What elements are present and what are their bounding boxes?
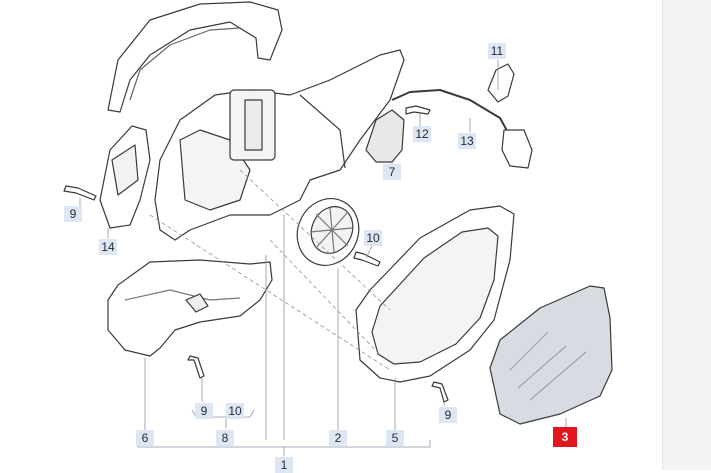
callout-12[interactable]: 12 (413, 126, 431, 142)
callout-6[interactable]: 6 (136, 430, 154, 446)
clip-part (487, 63, 515, 103)
callout-5[interactable]: 5 (386, 430, 404, 446)
screw-part-right (431, 381, 449, 403)
screw-part-left (63, 185, 97, 201)
turn-signal-part (365, 109, 405, 163)
callout-11[interactable]: 11 (488, 43, 506, 59)
callout-13[interactable]: 13 (458, 133, 476, 149)
callout-7[interactable]: 7 (383, 164, 401, 180)
callout-10-bottom[interactable]: 10 (226, 403, 244, 419)
callout-14[interactable]: 14 (99, 239, 117, 255)
lower-cover-part (107, 259, 273, 357)
screw-part-12 (405, 105, 431, 115)
screw-part-bottom (187, 355, 205, 379)
callout-1[interactable]: 1 (275, 457, 293, 473)
callout-2[interactable]: 2 (329, 430, 347, 446)
mirror-glass-part (489, 285, 613, 425)
scrollbar-track[interactable] (662, 0, 711, 470)
callout-9-right[interactable]: 9 (439, 407, 457, 423)
screw-part-10 (353, 251, 381, 267)
callout-10-motor[interactable]: 10 (364, 230, 382, 246)
wiring-harness-part (391, 89, 511, 137)
callout-9-bottom[interactable]: 9 (195, 403, 213, 419)
cover-cap-part (107, 1, 283, 113)
callout-8[interactable]: 8 (216, 430, 234, 446)
callout-3[interactable]: 3 (553, 427, 577, 447)
callout-9-left[interactable]: 9 (64, 206, 82, 222)
